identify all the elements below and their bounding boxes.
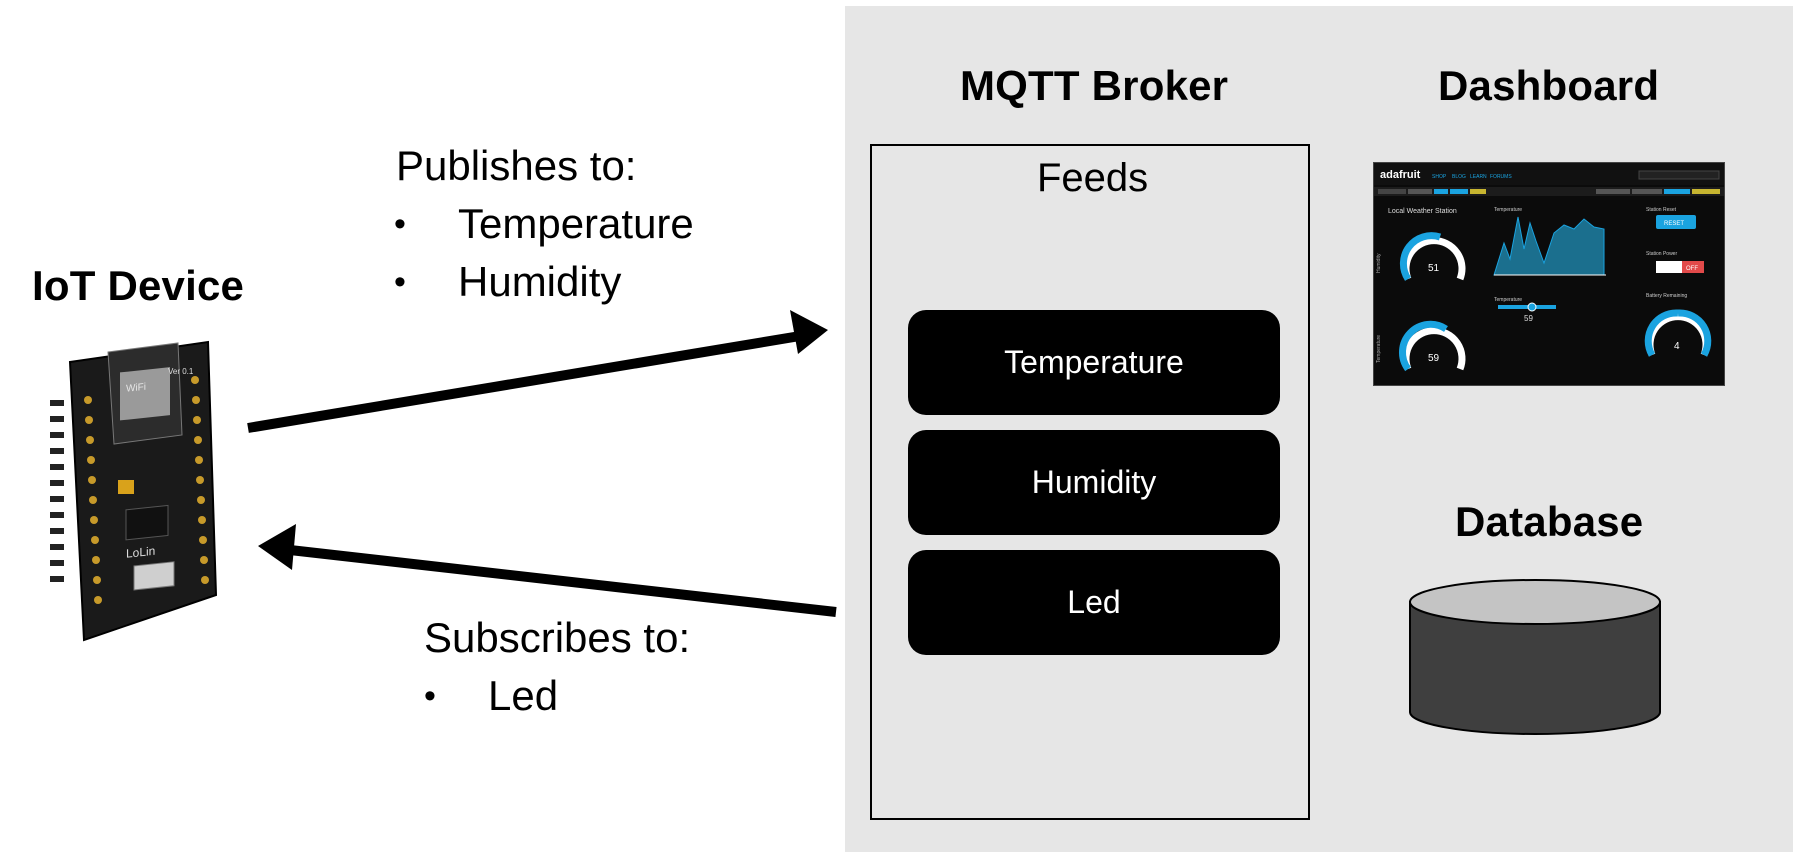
feed-humidity: Humidity [908, 430, 1280, 535]
svg-text:59: 59 [1524, 314, 1533, 323]
svg-text:59: 59 [1428, 353, 1440, 364]
svg-text:Humidity: Humidity [1376, 253, 1382, 273]
iot-device-title: IoT Device [32, 262, 245, 309]
broker-title: MQTT Broker [960, 62, 1229, 109]
svg-text:WiFi: WiFi [126, 382, 146, 395]
bullet-icon: • [394, 204, 406, 243]
publishes-heading: Publishes to: [396, 142, 637, 189]
subscribes-heading: Subscribes to: [424, 614, 691, 661]
svg-text:Battery Remaining: Battery Remaining [1646, 293, 1687, 299]
feed-temperature: Temperature [908, 310, 1280, 415]
dash-brand: adafruit [1380, 169, 1421, 181]
feed-led: Led [908, 550, 1280, 655]
board-version-text: Ver 0.1 [168, 367, 194, 376]
publish-arrow-line [247, 331, 801, 433]
iot-board-image: WiFi LoLin Ver 0.1 [50, 340, 218, 642]
svg-text:4: 4 [1674, 341, 1680, 352]
dash-nav-shop: SHOP [1432, 174, 1447, 180]
dash-nav-forums: FORUMS [1490, 174, 1512, 180]
publish-arrowhead-icon [790, 310, 828, 354]
database-cylinder-icon [1409, 579, 1661, 735]
svg-text:Temperature: Temperature [1494, 207, 1522, 213]
database-title: Database [1455, 498, 1644, 545]
dash-nav-learn: LEARN [1470, 174, 1487, 180]
dashboard-screenshot: adafruit SHOP BLOG LEARN FORUMS Local We… [1373, 162, 1725, 386]
board-brand-text: LoLin [126, 544, 155, 561]
publish-item-temperature: • Temperature [394, 200, 694, 247]
svg-text:Temperature: Temperature [1494, 297, 1522, 303]
subscribe-arrow-line [289, 545, 837, 617]
dash-reset-button: RESET [1664, 221, 1684, 227]
publish-item-humidity: • Humidity [394, 258, 622, 305]
dash-panel-title: Local Weather Station [1388, 208, 1457, 215]
bullet-icon: • [394, 262, 406, 301]
bullet-icon: • [424, 676, 436, 715]
svg-text:Station Reset: Station Reset [1646, 207, 1677, 213]
subscribe-item-led: • Led [424, 672, 559, 719]
dashboard-title: Dashboard [1438, 62, 1660, 109]
svg-text:Temperature: Temperature [1376, 335, 1382, 363]
svg-text:51: 51 [1428, 263, 1440, 274]
dash-off-toggle: OFF [1686, 266, 1698, 272]
feeds-label: Feeds [1037, 156, 1149, 200]
dash-nav-blog: BLOG [1452, 174, 1466, 180]
svg-text:Station Power: Station Power [1646, 251, 1677, 257]
subscribe-arrowhead-icon [258, 524, 296, 570]
